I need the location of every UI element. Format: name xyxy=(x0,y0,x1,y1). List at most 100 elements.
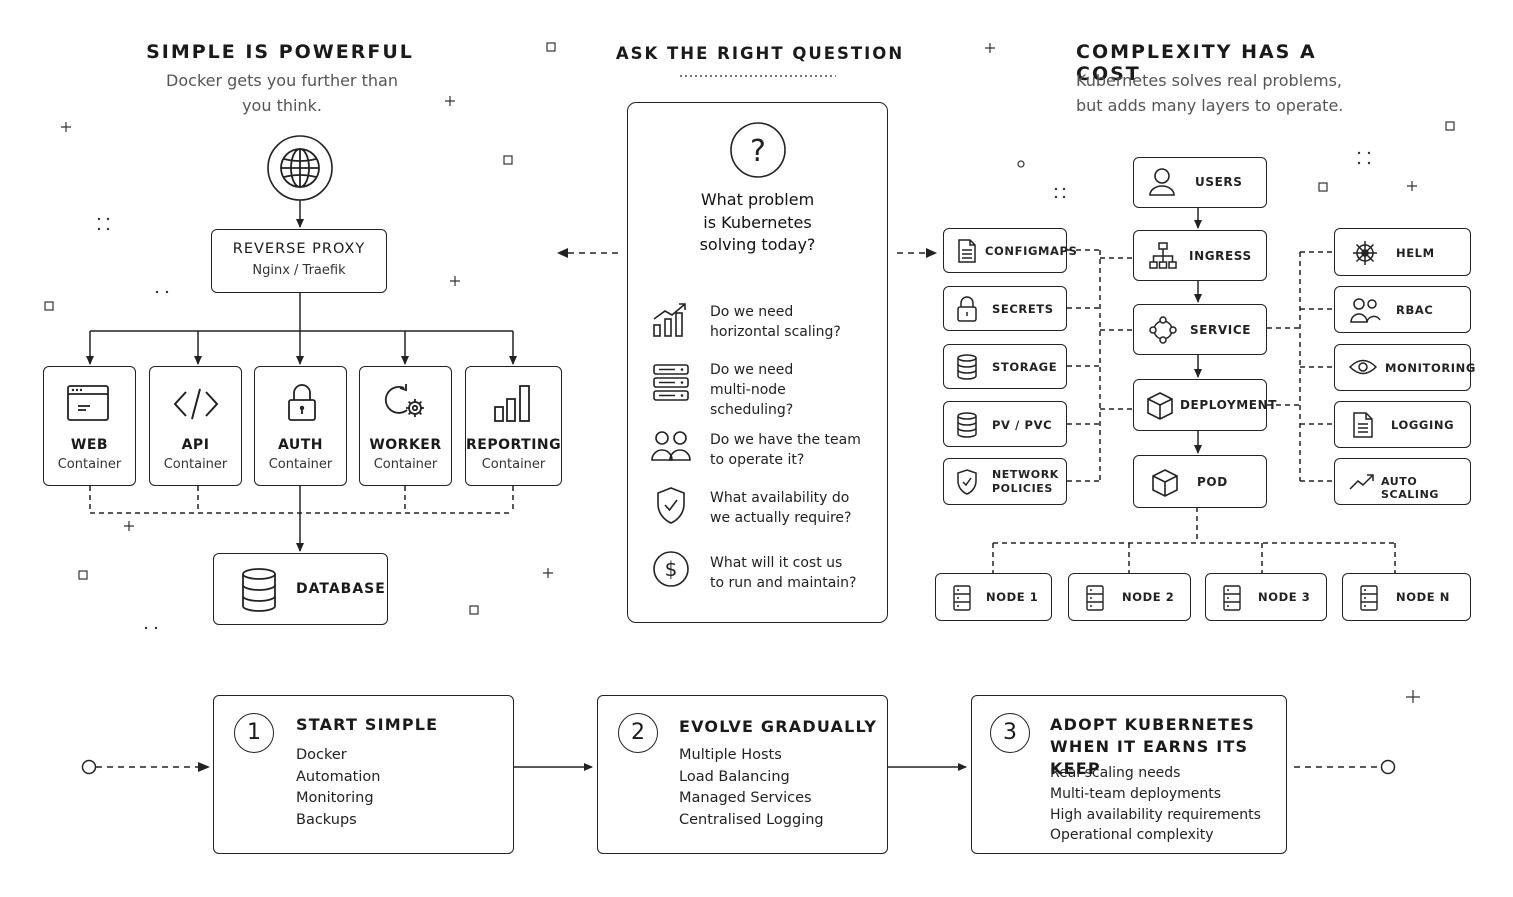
auto-scaling-box: AUTO SCALING xyxy=(1334,458,1471,505)
helm-wheel-icon xyxy=(1353,241,1377,265)
auth-label: AUTH xyxy=(277,437,324,453)
pod-box: POD xyxy=(1133,455,1267,508)
users-roles-icon xyxy=(1350,298,1381,323)
shield-check-icon xyxy=(657,487,685,524)
pod-label: POD xyxy=(1197,475,1228,489)
main-question-line-2: is Kubernetes xyxy=(703,212,812,232)
service-box: SERVICE xyxy=(1133,304,1267,355)
k8s-dashed-links xyxy=(992,249,1396,573)
right-subtitle: Kubernetes solves real problems, but add… xyxy=(1076,68,1376,118)
rbac-box: RBAC xyxy=(1334,286,1471,333)
step-3-item: Real scaling needs xyxy=(1050,765,1181,781)
api-container-box: API Container xyxy=(149,366,242,486)
step-3-title-line-2: WHEN IT EARNS ITS KEEP xyxy=(1050,737,1249,778)
code-brackets-icon xyxy=(173,388,219,420)
server-icon xyxy=(1360,585,1378,611)
decorative-marks xyxy=(44,42,1455,703)
padlock-icon xyxy=(288,384,316,421)
svg-text:$: $ xyxy=(665,557,678,581)
step-1-items: Docker Automation Monitoring Backups xyxy=(296,745,380,832)
dollar-icon: $ xyxy=(653,551,689,587)
secrets-box: SECRETS xyxy=(943,286,1067,331)
step-2-title: EVOLVE GRADUALLY xyxy=(679,717,878,736)
database-box: DATABASE xyxy=(213,553,388,625)
storage-label: STORAGE xyxy=(992,360,1058,374)
step-2-item: Centralised Logging xyxy=(679,812,824,829)
step-3-number: 3 xyxy=(990,713,1030,753)
node-3-label: NODE 3 xyxy=(1258,590,1311,604)
database-icon xyxy=(242,568,276,612)
api-label: API xyxy=(181,437,210,453)
ingress-label: INGRESS xyxy=(1189,249,1252,263)
reverse-proxy-box: REVERSE PROXY Nginx / Traefik xyxy=(211,229,387,293)
question-mark-icon: ? xyxy=(730,122,786,178)
deployment-label: DEPLOYMENT xyxy=(1180,398,1278,412)
question-1-line-2: horizontal scaling? xyxy=(710,324,841,340)
volume-icon xyxy=(957,412,977,438)
left-subtitle: Docker gets you further than you think. xyxy=(110,68,454,118)
rbac-label: RBAC xyxy=(1396,303,1434,317)
eye-icon xyxy=(1348,359,1378,375)
step-2-number: 2 xyxy=(618,713,658,753)
question-4-line-2: we actually require? xyxy=(710,510,852,526)
configmaps-box: CONFIGMAPS xyxy=(943,228,1077,273)
helm-label: HELM xyxy=(1396,246,1435,260)
question-1-line-1: Do we need xyxy=(710,304,794,320)
document-icon xyxy=(958,239,976,263)
globe-icon xyxy=(267,135,333,201)
step-3-item: Operational complexity xyxy=(1050,827,1214,844)
service-cycle-icon xyxy=(1149,316,1177,344)
question-5: What will it cost us to run and maintain… xyxy=(710,553,857,593)
step-3-item: Multi-team deployments xyxy=(1050,785,1222,802)
network-policies-box: NETWORK POLICIES xyxy=(943,458,1067,505)
step-3-item: High availability requirements xyxy=(1050,806,1261,823)
node-n-label: NODE N xyxy=(1396,590,1451,604)
log-document-icon xyxy=(1353,412,1373,438)
growth-chart-icon xyxy=(653,303,686,337)
monitoring-box: MONITORING xyxy=(1334,344,1475,391)
main-question-line-1: What problem xyxy=(700,190,815,209)
reverse-proxy-label: REVERSE PROXY xyxy=(232,241,366,257)
auto-scaling-label: AUTO SCALING xyxy=(1381,475,1440,501)
question-5-line-2: to run and maintain? xyxy=(710,575,857,591)
pod-cube-icon xyxy=(1152,469,1178,497)
step-1-number: 1 xyxy=(234,713,274,753)
helm-box: HELM xyxy=(1334,228,1471,276)
step-2-items: Multiple Hosts Load Balancing Managed Se… xyxy=(679,745,824,832)
right-title: COMPLEXITY HAS A COST xyxy=(1076,41,1317,85)
step-1-title: START SIMPLE xyxy=(296,715,439,734)
step-1-item: Automation xyxy=(296,768,381,785)
node-1-label: NODE 1 xyxy=(986,590,1039,604)
team-icon xyxy=(651,431,691,461)
question-3: Do we have the team to operate it? xyxy=(710,430,861,470)
configmaps-label: CONFIGMAPS xyxy=(985,244,1078,258)
users-label: USERS xyxy=(1195,175,1243,189)
server-icon xyxy=(953,585,971,611)
node-1-box: NODE 1 xyxy=(935,573,1052,621)
ingress-box: INGRESS xyxy=(1133,230,1267,281)
web-sub: Container xyxy=(57,457,122,472)
step-3-items: Real scaling needs Multi-team deployment… xyxy=(1050,763,1261,846)
node-2-box: NODE 2 xyxy=(1068,573,1191,621)
gears-icon xyxy=(384,384,424,417)
logging-box: LOGGING xyxy=(1334,401,1471,448)
right-subtitle-line-2: but adds many layers to operate. xyxy=(1076,96,1344,115)
pv-pvc-label: PV / PVC xyxy=(992,418,1053,432)
secrets-label: SECRETS xyxy=(992,302,1054,316)
step-2-item: Multiple Hosts xyxy=(679,747,782,763)
web-label: WEB xyxy=(70,437,109,453)
middle-title: ASK THE RIGHT QUESTION xyxy=(615,44,905,63)
reporting-label: REPORTING xyxy=(466,437,562,453)
left-subtitle-line-2: you think. xyxy=(242,96,322,115)
step-1-item: Backups xyxy=(296,812,357,829)
server-icon xyxy=(1223,585,1241,611)
question-5-line-1: What will it cost us xyxy=(710,555,843,571)
auth-container-box: AUTH Container xyxy=(254,366,347,486)
step-2-item: Managed Services xyxy=(679,790,812,807)
logging-label: LOGGING xyxy=(1391,418,1455,432)
node-3-box: NODE 3 xyxy=(1205,573,1327,621)
pv-pvc-box: PV / PVC xyxy=(943,401,1067,447)
step-1-box: 1 START SIMPLE Docker Automation Monitor… xyxy=(213,695,514,854)
api-sub: Container xyxy=(163,457,228,472)
